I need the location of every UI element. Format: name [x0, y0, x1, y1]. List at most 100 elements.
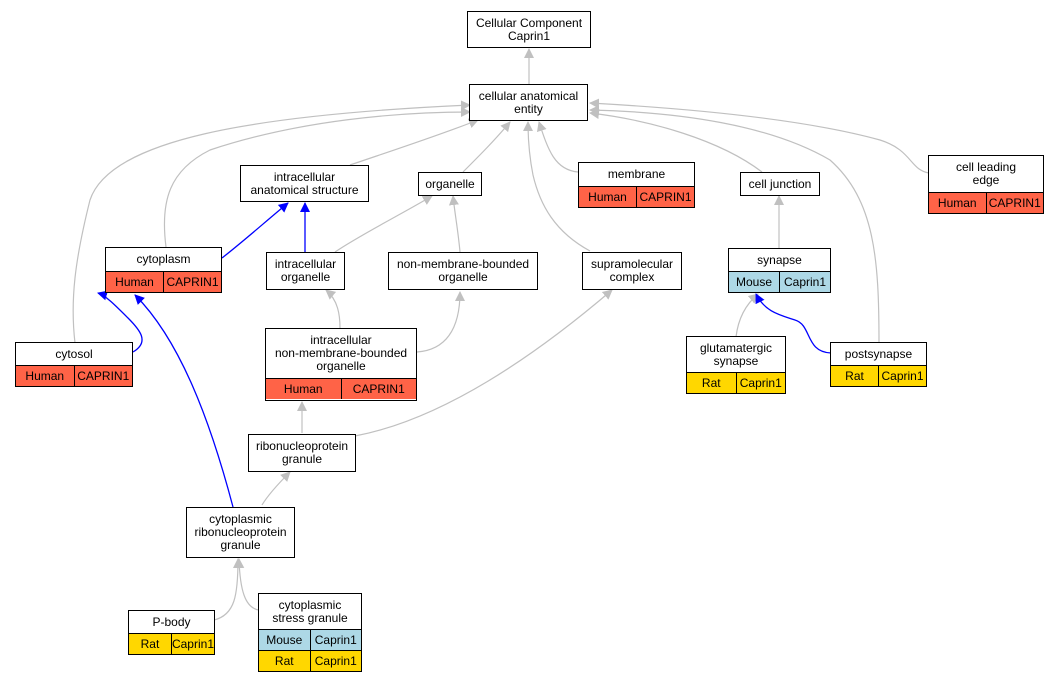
species-row: Human CAPRIN1 — [929, 192, 1043, 213]
edge-postsynapse-to-cae — [589, 105, 880, 344]
node-label-line: organelle — [316, 359, 366, 373]
node-label-line: granule — [220, 538, 261, 552]
node-label-line: Caprin1 — [507, 28, 551, 43]
node-glutamatergic-synapse[interactable]: glutamatergic synapse Rat Caprin1 — [686, 336, 786, 394]
node-label-line: non-membrane-bounded — [274, 346, 408, 360]
edge-nmbo-to-organelle — [448, 195, 461, 253]
node-cell-junction[interactable]: cell junction — [740, 172, 820, 196]
edge-organelle-to-cae — [462, 121, 511, 173]
species-row: Mouse Caprin1 — [729, 271, 830, 292]
node-cell-leading-edge[interactable]: cell leading edge Human CAPRIN1 — [928, 155, 1044, 214]
node-label-line: ribonucleoprotein — [194, 525, 287, 539]
species-cell: Rat — [259, 651, 310, 671]
gene-cell: CAPRIN1 — [636, 187, 694, 207]
node-cellular-component-root[interactable]: Cellular Component Caprin1 — [467, 11, 591, 48]
node-label-line: cytoplasmic — [278, 597, 342, 612]
node-intracellular-organelle[interactable]: intracellular organelle — [266, 252, 345, 290]
edge-postsynapse-to-synapse — [755, 293, 832, 354]
node-label-line: postsynapse — [844, 346, 913, 361]
edge-celljunction-to-cae — [589, 109, 763, 173]
edge-intracellularorganelle-to-organelle — [334, 195, 433, 253]
species-cell: Human — [579, 187, 636, 207]
node-cytoplasmic-ribonucleoprotein-granule[interactable]: cytoplasmic ribonucleoprotein granule — [186, 507, 295, 558]
edge-cytosol-to-cae — [72, 100, 471, 344]
node-label-line: cell junction — [748, 176, 812, 191]
edge-membrane-to-cae — [536, 121, 579, 173]
species-row: Mouse Caprin1 — [259, 629, 361, 650]
edge-glutamatergic-to-synapse — [735, 293, 759, 338]
node-cellular-anatomical-entity[interactable]: cellular anatomical entity — [469, 84, 588, 121]
edge-cytosol-to-cytoplasm — [97, 290, 143, 353]
species-cell: Rat — [129, 634, 171, 654]
species-cell: Mouse — [729, 272, 779, 292]
species-row: Rat Caprin1 — [687, 372, 785, 393]
node-membrane[interactable]: membrane Human CAPRIN1 — [578, 162, 695, 208]
gene-cell: CAPRIN1 — [985, 193, 1043, 213]
node-supramolecular-complex[interactable]: supramolecular complex — [582, 252, 682, 290]
edge-cytoplasm-to-ias — [221, 202, 289, 259]
species-row: Rat Caprin1 — [831, 365, 926, 386]
species-cell: Human — [266, 379, 341, 399]
edge-crnp-to-rnp — [261, 471, 291, 506]
species-cell: Human — [106, 272, 163, 292]
node-label-line: intracellular — [274, 257, 337, 271]
node-label-line: cellular anatomical — [478, 88, 579, 103]
node-label-line: granule — [281, 452, 323, 466]
node-label-line: P-body — [152, 614, 191, 629]
gene-cell: Caprin1 — [779, 272, 830, 292]
gene-cell: CAPRIN1 — [73, 366, 132, 386]
node-cytoplasm[interactable]: cytoplasm Human CAPRIN1 — [105, 247, 222, 293]
gene-cell: CAPRIN1 — [163, 272, 221, 292]
edge-supramolecular-to-cae — [523, 121, 591, 252]
node-label-line: entity — [514, 101, 543, 116]
species-row: Human CAPRIN1 — [579, 186, 694, 207]
edge-rnp-to-supramolecular — [354, 289, 613, 437]
edge-inmbo-to-intracellularorganelle — [325, 289, 341, 329]
edge-stressgranule-to-crnp — [234, 558, 260, 611]
node-label-line: anatomical structure — [250, 182, 359, 197]
gene-cell: Caprin1 — [309, 651, 361, 671]
node-organelle[interactable]: organelle — [418, 172, 482, 196]
species-row: Human CAPRIN1 — [106, 271, 221, 292]
node-label-line: edge — [972, 173, 1000, 187]
node-intracellular-non-membrane-bounded-organelle[interactable]: intracellular non-membrane-bounded organ… — [265, 328, 417, 401]
edge-crnp-to-cytoplasm — [134, 294, 234, 508]
node-label-line: ribonucleoprotein — [255, 439, 349, 453]
node-cytosol[interactable]: cytosol Human CAPRIN1 — [15, 342, 133, 387]
node-label-line: stress granule — [272, 610, 348, 625]
edge-pbody-to-crnp — [213, 558, 243, 621]
node-ribonucleoprotein-granule[interactable]: ribonucleoprotein granule — [248, 434, 356, 472]
node-non-membrane-bounded-organelle[interactable]: non-membrane-bounded organelle — [388, 252, 538, 290]
node-label-line: synapse — [757, 252, 802, 267]
edge-leadingedge-to-cae — [589, 98, 930, 174]
species-cell: Human — [929, 193, 986, 213]
node-label-line: cell leading — [955, 160, 1017, 174]
species-row: Human CAPRIN1 — [16, 365, 132, 386]
node-label-line: glutamatergic — [699, 340, 773, 355]
node-label-line: organelle — [280, 270, 331, 284]
node-label-line: cytoplasmic — [209, 512, 272, 526]
node-synapse[interactable]: synapse Mouse Caprin1 — [728, 248, 831, 293]
gene-cell: Caprin1 — [309, 630, 361, 650]
node-label-line: non-membrane-bounded — [396, 257, 530, 271]
species-cell: Mouse — [259, 630, 310, 650]
species-row: Rat Caprin1 — [129, 633, 214, 654]
gene-cell: Caprin1 — [735, 373, 785, 393]
edge-ias-to-cae — [349, 118, 479, 166]
node-label-line: organelle — [438, 270, 488, 284]
species-row: Human CAPRIN1 — [266, 378, 416, 399]
node-label-line: intracellular — [273, 169, 336, 184]
node-label-line: organelle — [425, 176, 475, 191]
node-label-line: cytosol — [55, 346, 93, 361]
node-intracellular-anatomical-structure[interactable]: intracellular anatomical structure — [240, 165, 369, 202]
node-cytoplasmic-stress-granule[interactable]: cytoplasmic stress granule Mouse Caprin1… — [258, 593, 362, 672]
node-p-body[interactable]: P-body Rat Caprin1 — [128, 610, 215, 655]
node-label-line: intracellular — [310, 333, 372, 347]
node-label-line: membrane — [607, 167, 666, 181]
species-cell: Human — [16, 366, 74, 386]
species-row: Rat Caprin1 — [259, 650, 361, 671]
node-postsynapse[interactable]: postsynapse Rat Caprin1 — [830, 342, 927, 387]
species-cell: Rat — [831, 366, 878, 386]
gene-cell: Caprin1 — [878, 366, 926, 386]
